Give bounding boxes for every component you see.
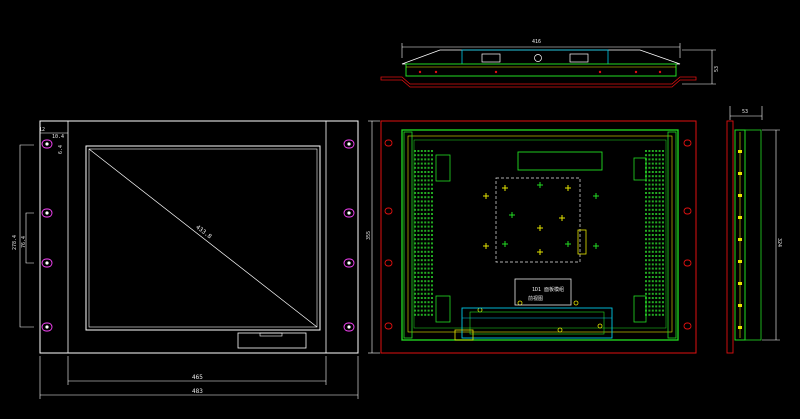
rear-connector-box — [454, 329, 474, 341]
rear-label-line1: 1D1 面板模组 — [532, 286, 564, 293]
front-diagonal-label: 433.8 — [194, 224, 213, 241]
rear-left-dim — [368, 120, 380, 354]
side-ticks — [738, 150, 742, 329]
front-left-holes — [41, 139, 53, 332]
rear-right-rail — [667, 131, 677, 339]
top-port-circle — [534, 54, 542, 62]
rear-vesa-square — [495, 177, 581, 263]
rear-bottom-left-bracket — [435, 295, 451, 323]
front-lcd-area — [88, 148, 318, 328]
front-diagonal-line — [88, 148, 318, 328]
rear-bottom-right-bracket — [633, 295, 647, 323]
front-bezel — [85, 145, 321, 331]
front-right-holes — [343, 139, 355, 332]
side-dim-height: 324 — [776, 238, 782, 247]
front-button-plate — [237, 332, 307, 349]
front-dim-side-small: 6.4 — [58, 145, 64, 154]
top-green-body — [405, 63, 677, 77]
front-panel-outline — [39, 120, 359, 354]
front-view: 433.8 278.4 — [12, 120, 359, 399]
front-dim-top-small: 10.4 — [52, 134, 64, 140]
rear-right-vent — [645, 150, 664, 316]
front-bottom-dims — [39, 356, 359, 399]
front-dim-outer-width: 483 — [192, 388, 203, 395]
top-dim-width: 416 — [532, 39, 541, 45]
rear-board-outline — [401, 129, 679, 341]
top-view: 416 53 — [380, 39, 720, 88]
rear-side-connector — [577, 229, 587, 255]
front-dim-top-tiny: 12 — [39, 127, 45, 133]
side-right-dim — [762, 129, 780, 341]
rear-dim-height: 355 — [366, 231, 372, 240]
rear-control-board — [461, 307, 613, 339]
side-red-plate — [726, 120, 734, 354]
front-left-hole-centers — [45, 142, 49, 329]
rear-control-board-inner — [469, 311, 605, 335]
rear-mount-holes — [384, 139, 692, 330]
rear-screw-marks — [477, 182, 603, 333]
top-connector-1 — [481, 53, 501, 63]
front-button-slot — [259, 332, 283, 337]
top-base-red — [380, 76, 697, 88]
top-screw-dots — [418, 70, 662, 74]
top-dim — [401, 43, 681, 58]
front-left-dims — [19, 144, 34, 328]
front-dim-pitch-label: 76.4 — [21, 236, 27, 248]
rear-board-inner — [407, 135, 673, 333]
rear-top-right-bracket — [633, 157, 647, 181]
side-top-dim — [729, 106, 763, 120]
rear-left-vent — [414, 150, 433, 316]
side-dim-depth: 53 — [742, 109, 748, 115]
rear-top-left-bracket — [435, 154, 451, 182]
side-green-body-2 — [744, 129, 762, 341]
top-dim-depth: 53 — [714, 66, 720, 72]
front-dim-inner-width: 465 — [192, 374, 203, 381]
front-dim-height-label: 278.4 — [12, 235, 18, 250]
rear-left-rail — [403, 131, 413, 339]
side-view: 53 324 — [726, 106, 782, 354]
rear-label-box-top — [517, 151, 603, 171]
rear-label-line2: 前视图 — [528, 295, 543, 302]
rear-view: 355 1D1 面板模组 — [366, 120, 697, 354]
rear-red-frame — [380, 120, 697, 354]
top-right-dim — [682, 49, 716, 85]
front-right-hole-centers — [347, 142, 351, 329]
top-connector-2 — [569, 53, 589, 63]
rear-label-box-bottom — [514, 278, 572, 306]
